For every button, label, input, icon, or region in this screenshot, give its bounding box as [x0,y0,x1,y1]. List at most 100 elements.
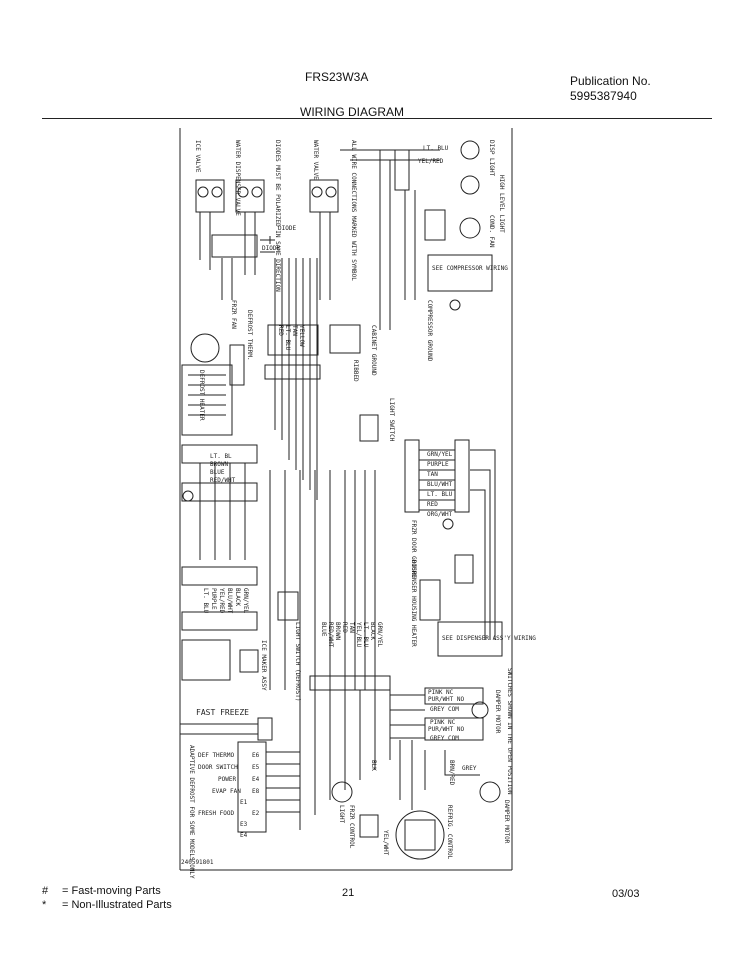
parts-legend: # = Fast-moving Parts * = Non-Illustrate… [42,884,172,912]
top-wire: YEL/RED [418,158,444,165]
left-wire-b: YEL/RED [218,588,225,614]
compressor-box [427,254,493,292]
misc-label: BRN/RED [448,760,455,786]
rotated-label: RIBBED [352,360,359,382]
legend-symbol: * [42,899,47,911]
title-rule [42,118,712,119]
rotated-label: LIGHT [338,805,345,823]
diode-label: DIODE [262,245,280,252]
damper-wire: PINK NC [428,689,454,696]
compressor-box-label: SEE COMPRESSOR WIRING [432,265,508,272]
terminal-label: DOOR SWITCH [198,764,238,771]
center-wire: GRN/YEL [376,622,383,648]
rotated-label: DAMPER MOTOR [503,800,510,844]
damper-wire: GREY COM [430,706,459,713]
left-wire: LT. BLU [284,325,291,351]
terminal-label: FRESH FOOD [198,810,235,817]
left-wire-b: BLACK [234,588,241,606]
high-level-light [460,175,480,195]
disp-light [460,140,480,160]
left-wire: YELLOW [298,325,305,347]
diode-label: DIODE [278,225,296,232]
rotated-label: HIGH LEVEL LIGHT [498,175,505,233]
terminal-label: E1 [240,799,248,806]
center-wire: YEL/BLU [355,622,362,648]
rotated-label: DAMPER MOTOR [494,690,501,734]
center-wire: TAN [348,622,355,633]
center-wire: RED [341,622,348,633]
rotated-label: SWITCHES SHOWN IN THE OPEN POSITION [506,668,513,795]
light-bulb [331,781,353,803]
publication-label: Publication No. [570,74,651,88]
damper-wire: GREY COM [430,735,459,742]
left-wire-b: BLU/WHT [226,588,233,614]
misc-label: YEL/WHT [382,830,389,856]
misc-label: GREY [462,765,477,772]
center-wire: RED/WHT [327,622,334,648]
rotated-label: ADAPTIVE DEFROST FOR SOME MODELS ONLY [188,745,195,879]
center-wire: BROWN [334,622,341,640]
terminal-label: POWER [218,776,236,783]
center-wire: LT. BLU [362,622,369,648]
right-wire: GRN/YEL [427,451,453,458]
top-wire: LT. BLU [423,145,449,152]
water-valve-body [309,179,339,213]
frzr-control [359,814,379,838]
fast-freeze-label: FAST FREEZE [196,708,249,717]
rotated-label: WATER DISPENSER VALVE [234,140,241,216]
revision-date: 03/03 [612,888,640,900]
left-wire-b: PURPLE [210,588,217,610]
center-wire: BLACK [369,622,376,640]
rotated-label: ICE MAKER ASSY [260,640,267,691]
rotated-label: ALL WIRE CONNECTIONS MARKED WITH SYMBOL [350,140,357,281]
refrig-control [395,810,445,860]
rotated-label: REFRIG. CONTROL [446,805,453,860]
defrost-wire: RED/WHT [210,477,236,484]
left-wire: RED [277,325,284,336]
legend-row: * = Non-Illustrated Parts [42,898,172,912]
page-number: 21 [342,887,355,899]
cond-connector [424,209,446,241]
terminal-label: E4 [240,832,248,839]
rotated-label: DISP LIGHT [488,140,495,177]
terminal-id: E6 [252,752,260,759]
diagram-code: 240591801 [181,859,214,866]
defrost-heater [181,364,233,436]
terminal-id: E8 [252,788,260,795]
dispenser-box-label: SEE DISPENSER ASS'Y WIRING [442,635,536,642]
diagram-border [179,128,513,871]
rotated-label: DEFROST HEATER [198,370,205,421]
legend-symbol: # [42,885,49,897]
damper-wire: PINK NC [430,719,456,726]
rotated-label: FRZR DOOR GROUND [410,520,417,578]
defrost-wire: BLUE [210,469,225,476]
dispenser-valve-body [235,179,265,213]
left-wire-b: LT. BLU [202,588,209,614]
right-wire: TAN [427,471,438,478]
right-wire: PURPLE [427,461,449,468]
rotated-label: FRZR CONTROL [348,805,355,849]
terminal-label: DEF THERMO [198,752,235,759]
center-wire: BLUE [320,622,327,637]
terminal-id: E5 [252,764,260,771]
defrost-wire: BROWN [210,461,228,468]
terminal-label: E3 [240,821,248,828]
ice-maker [181,639,231,681]
rotated-label: FRZR FAN [230,300,237,329]
legend-row: # = Fast-moving Parts [42,884,172,898]
terminal-id: E2 [252,810,260,817]
ground-icon [182,490,194,502]
rotated-label: COND. FAN [488,215,495,248]
rotated-label: DEFROST THERM. [246,310,253,361]
compressor-ground-icon [449,299,461,311]
damper-wire: PUR/WHT NO [428,696,465,703]
publication-number: 5995387940 [570,89,637,103]
legend-text: = Non-Illustrated Parts [62,899,172,911]
damper-wire: PUR/WHT NO [428,726,465,733]
rotated-label: DIODES MUST BE POLARIZED IN SAME DIRECTI… [274,140,281,292]
model-number: FRS23W3A [305,70,369,84]
diagram-title: WIRING DIAGRAM [300,105,404,119]
right-wire: ORG/WHT [427,511,453,518]
left-wire: TAN [291,325,298,336]
